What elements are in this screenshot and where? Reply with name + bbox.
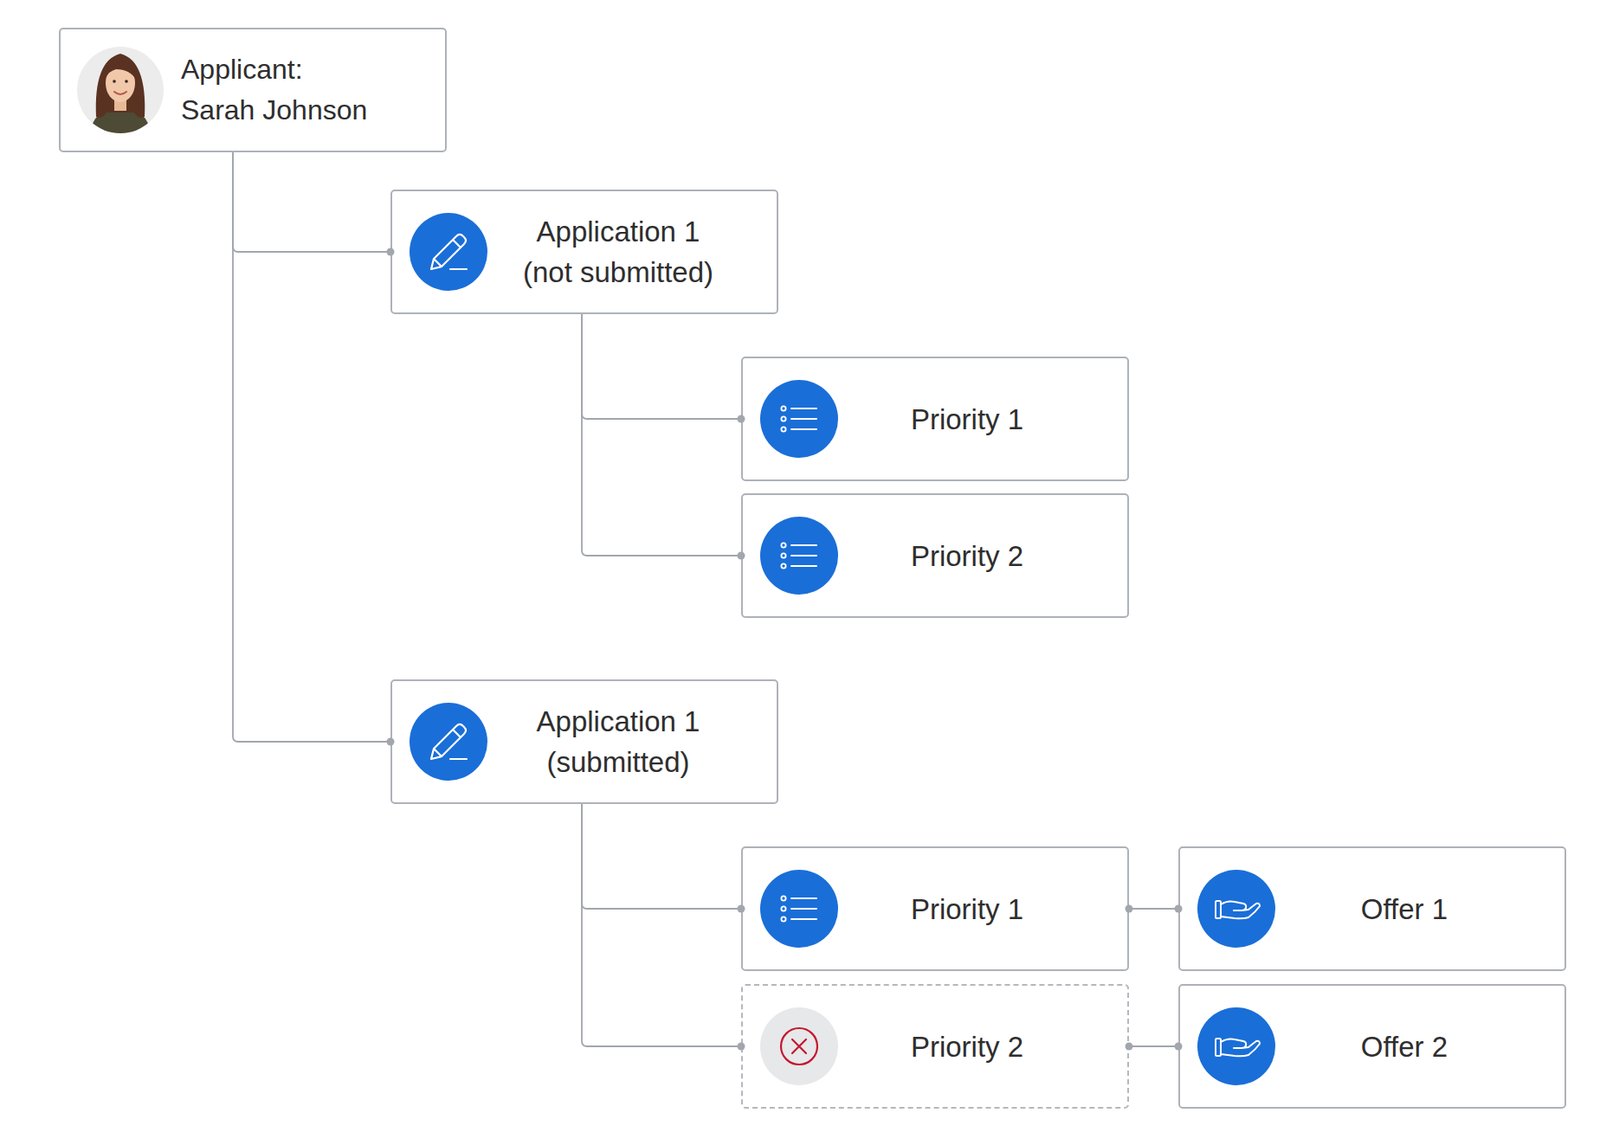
offer-hand-icon [1197, 1007, 1276, 1086]
list-icon [760, 516, 839, 595]
connector-line [581, 804, 742, 1047]
node-label: Priority 1 [838, 399, 1097, 440]
priority-box: Priority 2 [741, 984, 1130, 1110]
node-label: Priority 1 [838, 889, 1097, 930]
connector-dot [737, 552, 746, 561]
priority-box: Priority 1 [741, 846, 1130, 972]
node-label: Offer 1 [1275, 889, 1534, 930]
application-box: Application 1 (submitted) [390, 679, 779, 805]
applicant-box: Applicant: Sarah Johnson [58, 27, 447, 153]
list-icon [760, 870, 839, 949]
tree-connector [1125, 905, 1183, 914]
tree-connector [581, 804, 746, 914]
tree-connector [232, 152, 395, 257]
connector-dot [1125, 905, 1134, 914]
connector-dot [1174, 905, 1183, 914]
tree-connector [581, 804, 746, 1052]
connector-dot [387, 248, 395, 257]
connector-dot [737, 905, 746, 914]
connector-line [581, 314, 742, 420]
connector-dot [1174, 1043, 1183, 1052]
connector-line [581, 314, 742, 556]
node-label: Application 1 (not submitted) [518, 211, 718, 293]
cancelled-icon [760, 1007, 839, 1086]
node-label: Priority 2 [838, 535, 1097, 577]
node-label: Priority 2 [838, 1026, 1097, 1068]
connector-dot [737, 1043, 746, 1052]
priority-box: Priority 1 [741, 356, 1130, 482]
connector-dot [387, 738, 395, 747]
connector-line [581, 804, 742, 910]
connector-line [1129, 908, 1179, 910]
node-label: Offer 2 [1275, 1026, 1534, 1068]
application-box: Application 1 (not submitted) [390, 189, 779, 315]
node-label: Applicant: Sarah Johnson [180, 49, 377, 131]
pencil-icon [409, 212, 488, 291]
applicant-avatar [77, 46, 164, 139]
connector-line [232, 152, 391, 742]
tree-connector [581, 314, 746, 561]
offer-box: Offer 2 [1178, 984, 1567, 1110]
offer-hand-icon [1197, 870, 1276, 949]
connector-line [1129, 1045, 1179, 1048]
tree-connector [581, 314, 746, 424]
list-icon [760, 380, 839, 459]
pencil-icon [409, 703, 488, 781]
tree-connector [1125, 1043, 1183, 1052]
connector-line [232, 152, 391, 252]
priority-box: Priority 2 [741, 493, 1130, 619]
node-label: Application 1 (submitted) [518, 701, 718, 783]
offer-box: Offer 1 [1178, 846, 1567, 972]
connector-dot [1125, 1043, 1134, 1052]
connector-dot [737, 415, 746, 424]
tree-connector [232, 152, 395, 747]
